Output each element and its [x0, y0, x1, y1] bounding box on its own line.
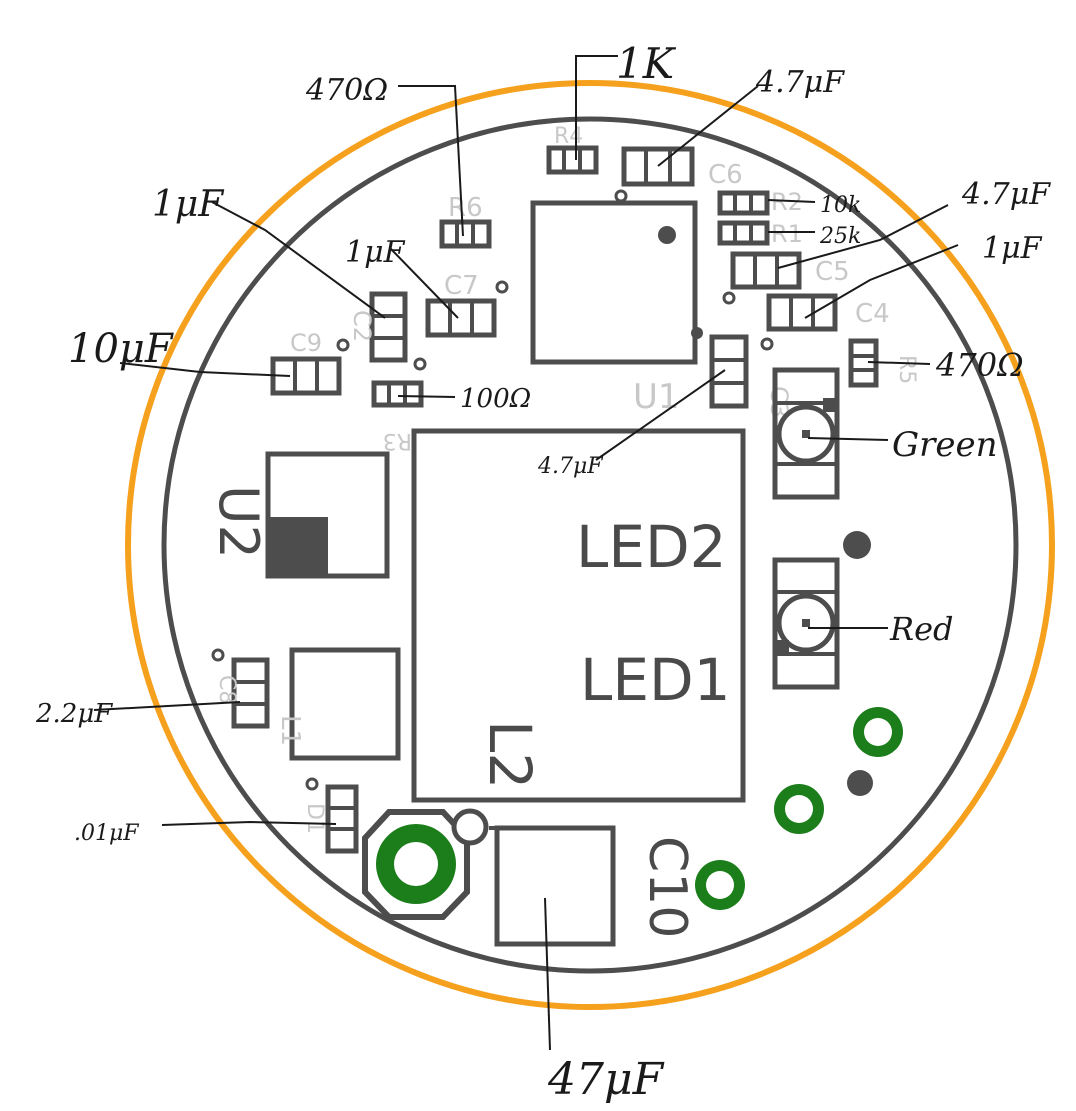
r4-label: R4: [554, 124, 583, 149]
r3-label: R3: [383, 428, 412, 453]
r6-footprint: [439, 219, 492, 249]
c5-footprint: [730, 251, 802, 290]
led2-label: LED2: [576, 513, 727, 581]
annotation-c8: 2.2μF: [35, 699, 113, 729]
u2-footprint: [265, 451, 390, 579]
r5-label: R5: [894, 355, 919, 384]
l2-label: L2: [476, 720, 544, 789]
annotation-c10: 47μF: [547, 1054, 665, 1105]
u1-footprint: [530, 189, 703, 365]
annotation-r5: 470Ω: [935, 346, 1024, 384]
annotation-r6: 470Ω: [305, 73, 388, 108]
annotation-c5: 4.7μF: [961, 177, 1051, 212]
annotation-r3: 100Ω: [460, 384, 531, 414]
u1-label: U1: [633, 377, 680, 417]
mounting-dot: [843, 531, 871, 559]
l1-footprint: [289, 647, 401, 761]
r4-footprint: [546, 145, 599, 175]
c6-label: C6: [708, 160, 743, 190]
c8-label: C8: [214, 675, 239, 704]
c9-label: C9: [290, 329, 322, 357]
annotation-leaders: [93, 55, 959, 1051]
l1-label: L1: [275, 715, 305, 746]
c2-footprint: [369, 291, 408, 363]
green-led-footprint: [772, 367, 840, 500]
r1-footprint: [717, 220, 770, 246]
annotation-c4: 1μF: [982, 231, 1043, 266]
annotation-d1: .01μF: [74, 821, 139, 846]
r2-footprint: [717, 190, 770, 216]
c3-footprint: [709, 334, 749, 409]
r3-footprint: [371, 380, 424, 408]
annotation-c3: 4.7μF: [537, 454, 603, 479]
c2-label: C2: [348, 310, 376, 342]
r6-label: R6: [448, 193, 483, 223]
u2-label: U2: [207, 485, 270, 559]
c5-label: C5: [815, 257, 850, 287]
annotation-r4: 1K: [616, 39, 677, 88]
annotation-red-led: Red: [889, 610, 954, 648]
d1-footprint: [325, 784, 359, 854]
red-led-footprint: [772, 557, 840, 690]
c10-footprint: [494, 825, 616, 947]
c8-footprint: [231, 657, 270, 729]
led1-label: LED1: [580, 646, 731, 714]
r1-label: R1: [771, 220, 803, 248]
board-outline: [125, 80, 1055, 1010]
annotation-c6: 4.7μF: [755, 65, 845, 100]
annotation-c7: 1μF: [345, 235, 406, 270]
c7-label: C7: [444, 271, 479, 301]
annotation-c9: 10μF: [68, 326, 174, 372]
annotation-c2: 1μF: [152, 184, 225, 225]
c7-footprint: [425, 298, 497, 338]
c4-label: C4: [855, 299, 890, 329]
annotation-green-led: Green: [892, 425, 998, 465]
main-pad: [362, 808, 489, 920]
green-vias: [695, 707, 903, 910]
c6-footprint: [621, 146, 695, 187]
d1-label: D1: [302, 803, 327, 834]
annotation-r1: 25k: [819, 224, 861, 249]
annotation-r2: 10k: [820, 193, 861, 218]
c10-label: C10: [637, 836, 697, 938]
c4-footprint: [766, 293, 838, 332]
l2-footprint: [411, 428, 746, 803]
board-keepout-ring: [161, 116, 1019, 974]
